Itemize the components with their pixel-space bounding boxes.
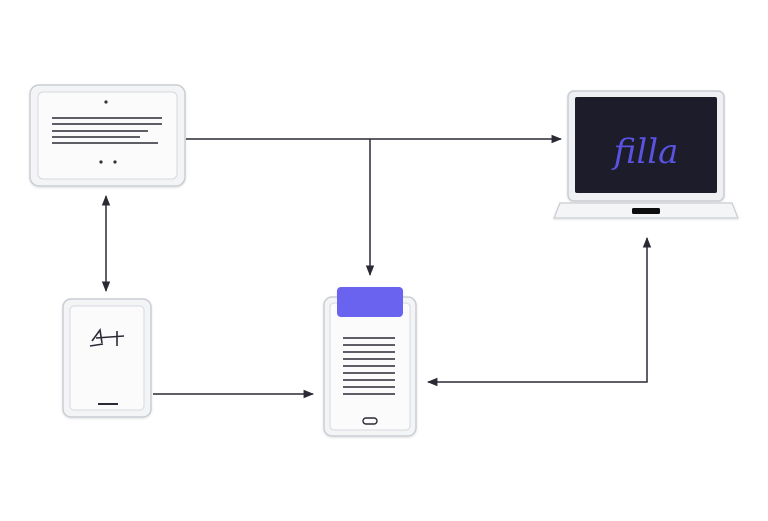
ereader-screen-icon — [89, 327, 125, 347]
phone-header-bar — [337, 287, 403, 317]
laptop-screen — [575, 97, 717, 193]
phone-text-lines — [343, 337, 395, 395]
ereader-device — [62, 298, 152, 418]
tablet-text-lines — [52, 117, 162, 144]
connector-laptop-phone — [426, 236, 652, 387]
phone-device — [323, 287, 417, 437]
laptop-screen-glyph: filla — [611, 132, 679, 172]
tablet-device — [29, 84, 186, 187]
tablet-camera-icon — [104, 100, 108, 104]
connectors — [101, 134, 652, 399]
phone-home-button — [362, 417, 378, 425]
laptop-device: filla — [553, 90, 739, 219]
laptop-trackpad — [632, 208, 660, 214]
